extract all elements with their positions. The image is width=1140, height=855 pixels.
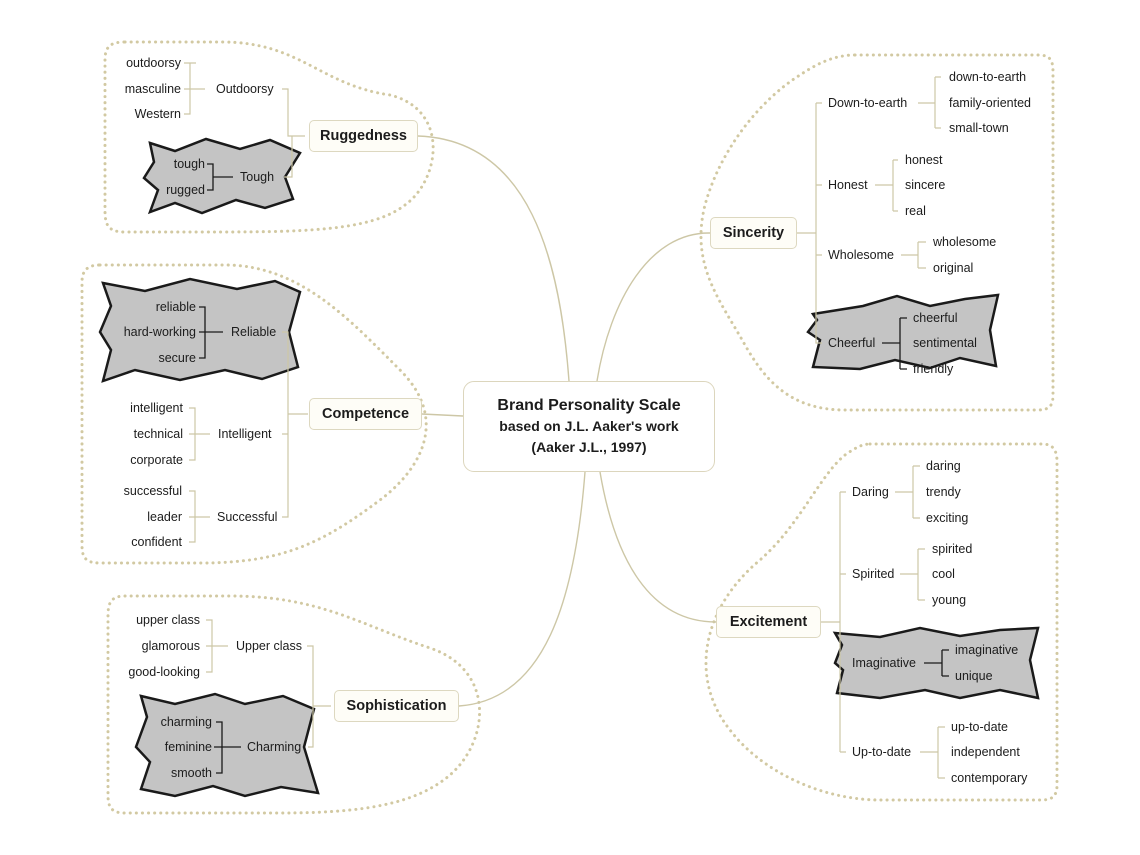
facet-label: Imaginative bbox=[852, 656, 916, 670]
trait-label: friendly bbox=[913, 362, 954, 376]
trait-label: outdoorsy bbox=[126, 56, 181, 70]
cheerful-highlight-badge bbox=[806, 293, 1000, 371]
trait-label: sincere bbox=[905, 178, 946, 192]
facet-label: Down-to-earth bbox=[828, 96, 908, 110]
facet-label: Tough bbox=[240, 170, 275, 184]
trait-label: original bbox=[933, 261, 974, 275]
excitement-connectors bbox=[821, 465, 945, 779]
trait-label: charming bbox=[160, 715, 212, 729]
trait-label: hard-working bbox=[123, 325, 196, 339]
center-subtitle: based on J.L. Aaker's work bbox=[499, 418, 679, 434]
link-center-competence bbox=[421, 413, 464, 417]
trait-label: real bbox=[905, 204, 926, 218]
sophistication-group-outline bbox=[106, 594, 481, 815]
facet-label: Up-to-date bbox=[852, 745, 912, 759]
reliable-highlight-badge bbox=[98, 277, 302, 383]
trait-label: confident bbox=[131, 535, 182, 549]
trait-label: feminine bbox=[164, 740, 212, 754]
facet-label: Successful bbox=[217, 510, 278, 524]
imaginative-bracket bbox=[924, 649, 949, 677]
trait-label: small-town bbox=[949, 121, 1009, 135]
trait-label: cheerful bbox=[913, 311, 958, 325]
charming-highlight-badge bbox=[134, 692, 320, 798]
link-center-ruggedness bbox=[417, 135, 570, 382]
link-center-sophistication bbox=[458, 471, 586, 707]
facet-label: Daring bbox=[852, 485, 889, 499]
trait-label: reliable bbox=[155, 300, 196, 314]
trait-label: successful bbox=[123, 484, 182, 498]
trait-label: young bbox=[932, 593, 967, 607]
competence-node: Competence bbox=[309, 398, 422, 430]
competence-connectors bbox=[189, 331, 308, 543]
sincerity-node: Sincerity bbox=[710, 217, 797, 249]
trait-label: imaginative bbox=[955, 643, 1019, 657]
reliable-bracket bbox=[199, 306, 223, 359]
trait-label: family-oriented bbox=[949, 96, 1031, 110]
link-center-excitement bbox=[599, 471, 717, 623]
trait-label: corporate bbox=[130, 453, 183, 467]
trait-label: smooth bbox=[171, 766, 212, 780]
facet-label: Intelligent bbox=[218, 427, 272, 441]
facet-label: Upper class bbox=[236, 639, 302, 653]
facet-label: Wholesome bbox=[828, 248, 894, 262]
tough-bracket bbox=[207, 163, 233, 191]
cheerful-bracket bbox=[882, 317, 907, 370]
trait-label: glamorous bbox=[141, 639, 200, 653]
center-topic: Brand Personality Scale based on J.L. Aa… bbox=[463, 381, 715, 472]
trait-label: trendy bbox=[926, 485, 961, 499]
ruggedness-connectors bbox=[184, 62, 305, 178]
trait-label: good-looking bbox=[128, 665, 200, 679]
facet-label: Outdoorsy bbox=[216, 82, 274, 96]
sincerity-group-outline bbox=[699, 53, 1055, 412]
link-center-sincerity bbox=[596, 232, 711, 382]
trait-label: independent bbox=[951, 745, 1020, 759]
trait-label: tough bbox=[173, 157, 205, 171]
trait-label: unique bbox=[955, 669, 993, 683]
trait-label: secure bbox=[158, 351, 196, 365]
tough-highlight-badge bbox=[142, 137, 302, 215]
facet-label: Reliable bbox=[231, 325, 277, 339]
trait-label: daring bbox=[926, 459, 961, 473]
sincerity-connectors bbox=[797, 76, 941, 344]
facet-label: Charming bbox=[247, 740, 302, 754]
trait-label: upper class bbox=[136, 613, 200, 627]
trait-label: leader bbox=[147, 510, 182, 524]
trait-label: spirited bbox=[932, 542, 973, 556]
ruggedness-node: Ruggedness bbox=[309, 120, 418, 152]
trait-label: honest bbox=[905, 153, 943, 167]
trait-label: contemporary bbox=[951, 771, 1028, 785]
facet-label: Cheerful bbox=[828, 336, 876, 350]
trait-label: intelligent bbox=[130, 401, 183, 415]
trait-label: sentimental bbox=[913, 336, 977, 350]
trait-label: exciting bbox=[926, 511, 969, 525]
trait-label: wholesome bbox=[933, 235, 997, 249]
excitement-group-outline bbox=[704, 442, 1059, 802]
trait-label: rugged bbox=[166, 183, 205, 197]
trait-label: Western bbox=[134, 107, 181, 121]
trait-label: masculine bbox=[124, 82, 181, 96]
trait-label: up-to-date bbox=[951, 720, 1008, 734]
charming-bracket bbox=[214, 721, 241, 774]
sophistication-node: Sophistication bbox=[334, 690, 459, 722]
excitement-node: Excitement bbox=[716, 606, 821, 638]
trait-label: down-to-earth bbox=[949, 70, 1027, 84]
facet-label: Honest bbox=[828, 178, 868, 192]
trait-label: cool bbox=[932, 567, 955, 581]
sophistication-connectors bbox=[206, 619, 331, 748]
trait-label: technical bbox=[133, 427, 183, 441]
center-title: Brand Personality Scale bbox=[497, 397, 681, 414]
facet-label: Spirited bbox=[852, 567, 895, 581]
center-citation: (Aaker J.L., 1997) bbox=[531, 439, 647, 455]
